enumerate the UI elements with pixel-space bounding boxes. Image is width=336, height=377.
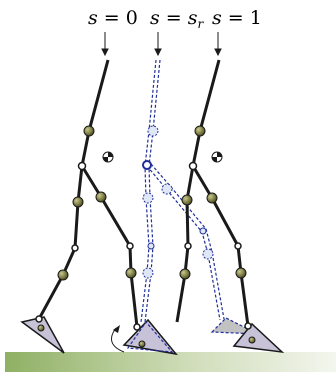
svg-text:s = 1: s = 1 (212, 7, 262, 29)
joint-motor (181, 194, 193, 206)
joint-motor (37, 324, 45, 332)
joint-motor (138, 340, 146, 348)
knee-joint (184, 242, 192, 250)
ankle-joint (133, 323, 141, 331)
label-s-1: s = 1 (212, 7, 262, 29)
joint-motor (57, 269, 69, 281)
center-of-mass-icon (211, 151, 223, 163)
joint-motor (248, 336, 256, 344)
center-of-mass-icon (102, 151, 114, 163)
joint-motor (235, 267, 247, 279)
robot-s1 (175, 59, 285, 354)
down-arrow-icon (101, 32, 109, 57)
joint-motor (206, 192, 218, 204)
svg-text:s = sr: s = sr (150, 7, 205, 31)
svg-text:s = 0: s = 0 (88, 7, 138, 29)
foot (122, 318, 178, 356)
curved-arrow-icon (111, 325, 125, 353)
ankle-joint (244, 322, 252, 330)
ghost-joint (142, 267, 154, 279)
ghost-joint (202, 248, 214, 260)
joint-motor (179, 268, 191, 280)
ghost-joint (147, 242, 155, 250)
label-s-0: s = 0 (88, 7, 138, 29)
knee-joint (234, 242, 242, 250)
ghost-joint (199, 227, 207, 235)
joint-motor (194, 125, 206, 137)
foot (20, 316, 65, 354)
label-s-r: s = sr (150, 7, 205, 31)
ankle-joint (35, 315, 43, 323)
hip-joint (77, 161, 87, 171)
ground (5, 352, 336, 372)
ghost-joint (147, 125, 159, 137)
knee-joint (126, 242, 134, 250)
knee-joint (71, 244, 79, 252)
hip-joint (188, 161, 198, 171)
joint-motor (95, 191, 107, 203)
robot-s0 (20, 59, 178, 356)
foot (232, 322, 285, 354)
joint-motor (125, 267, 137, 279)
down-arrow-icon (154, 32, 162, 57)
ghost-foot (126, 321, 174, 353)
joint-motor (72, 196, 84, 208)
ghost-hip-joint (142, 160, 152, 170)
ghost-joint (142, 192, 154, 204)
down-arrow-icon (214, 32, 222, 57)
joint-motor (83, 125, 95, 137)
ghost-joint (161, 183, 173, 195)
